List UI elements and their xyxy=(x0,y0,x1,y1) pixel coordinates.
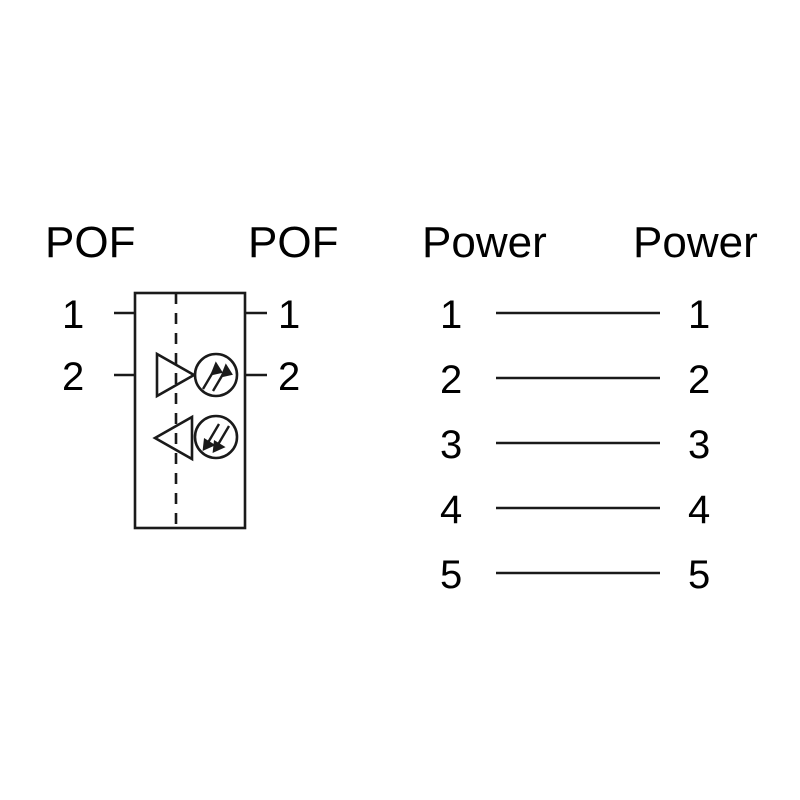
receiver-triangle-icon xyxy=(152,414,194,462)
pof-group: POF POF 1 2 1 2 xyxy=(45,218,338,530)
power-right-header: Power xyxy=(633,218,758,267)
emitter-arrows xyxy=(201,361,233,392)
pof-right-header: POF xyxy=(248,218,338,267)
pof-right-pin-2-label: 2 xyxy=(278,355,300,399)
power-left-pin-5-label: 5 xyxy=(440,553,462,597)
power-row-3: 3 3 xyxy=(440,423,710,467)
pof-right-pin-1-label: 1 xyxy=(278,293,300,337)
power-right-pin-3-label: 3 xyxy=(688,423,710,467)
pof-module-body xyxy=(133,291,247,530)
detector-arrows xyxy=(202,423,231,453)
power-right-pin-1-label: 1 xyxy=(688,293,710,337)
optical-emitter-icon xyxy=(193,352,239,398)
pof-left-header: POF xyxy=(45,218,135,267)
optical-receiver-symbol xyxy=(152,414,239,462)
power-group: Power Power 1 1 2 2 3 3 4 xyxy=(422,218,758,597)
power-left-pin-3-label: 3 xyxy=(440,423,462,467)
power-right-pin-4-label: 4 xyxy=(688,488,710,532)
power-left-header: Power xyxy=(422,218,547,267)
pof-left-pin-2-label: 2 xyxy=(62,355,84,399)
power-left-pin-4-label: 4 xyxy=(440,488,462,532)
optical-detector-icon xyxy=(193,414,239,460)
power-left-pin-2-label: 2 xyxy=(440,358,462,402)
power-row-5: 5 5 xyxy=(440,553,710,597)
power-right-pin-5-label: 5 xyxy=(688,553,710,597)
optical-transmitter-symbol xyxy=(155,351,239,399)
transmitter-triangle-icon xyxy=(155,351,197,399)
power-right-pin-2-label: 2 xyxy=(688,358,710,402)
pof-left-pin-1-label: 1 xyxy=(62,293,84,337)
power-row-2: 2 2 xyxy=(440,358,710,402)
power-left-pin-1-label: 1 xyxy=(440,293,462,337)
power-row-1: 1 1 xyxy=(440,293,710,337)
power-row-4: 4 4 xyxy=(440,488,710,532)
